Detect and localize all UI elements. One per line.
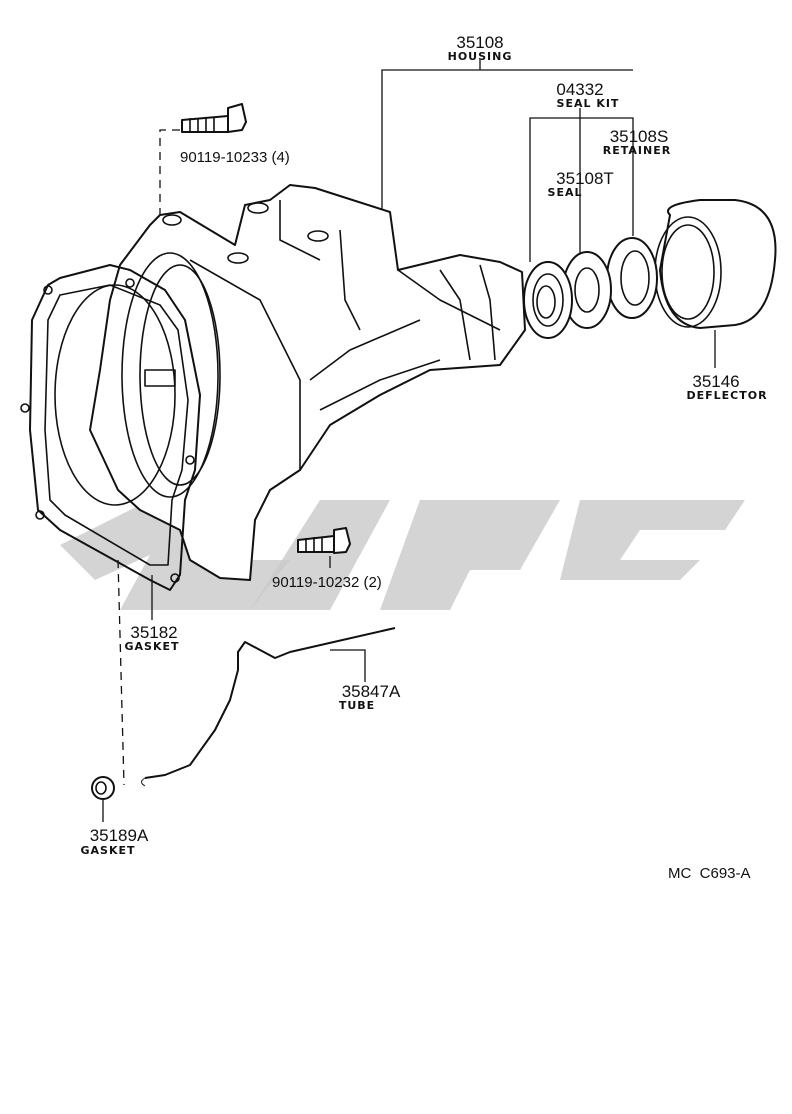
callout-retainer: 35108S RETAINER (603, 127, 671, 157)
part-number-label: 90119-10232 (2) (272, 574, 382, 591)
part-number-label: 04332 (556, 80, 603, 99)
seal-kit-part (523, 261, 573, 339)
part-number-label: 35847A (342, 682, 401, 701)
part-number-label: 35189A (90, 826, 149, 845)
part-name-label: HOUSING (448, 50, 513, 63)
callout-seal-kit: 04332 SEAL KIT (556, 80, 620, 110)
part-name-label: GASKET (124, 640, 179, 653)
deflector-part (654, 199, 777, 329)
part-name-label: GASKET (80, 844, 135, 857)
housing-part (89, 184, 526, 581)
tube-part (141, 627, 396, 787)
callout-tube: 35847A TUBE (339, 682, 401, 712)
bolt-90119-10232-part (297, 527, 351, 554)
callout-bolt-10233: 90119-10233 (4) (180, 149, 290, 166)
part-name-label: SEAL (548, 186, 583, 199)
part-number-label: 35108 (456, 33, 503, 52)
callout-gasket-35182: 35182 GASKET (124, 623, 179, 653)
diagram-reference-code: MC C693-A (668, 865, 751, 882)
callout-gasket-35189a: 35189A GASKET (80, 826, 148, 857)
part-number-label: 35108T (556, 169, 614, 188)
callout-housing: 35108 HOUSING (448, 33, 513, 63)
watermark-logo (60, 500, 745, 610)
part-name-label: TUBE (339, 699, 375, 712)
part-number-label: 90119-10233 (4) (180, 149, 290, 166)
leader-lines (102, 60, 716, 822)
callout-deflector: 35146 DEFLECTOR (686, 372, 767, 402)
gasket-35189a-part (91, 776, 115, 800)
part-name-label: RETAINER (603, 144, 671, 157)
part-number-label: 35108S (610, 127, 669, 146)
part-number-label: 35146 (692, 372, 739, 391)
bolt-90119-10233-part (181, 103, 247, 133)
part-name-label: SEAL KIT (557, 97, 620, 110)
part-name-label: DEFLECTOR (686, 389, 767, 402)
callout-seal: 35108T SEAL (548, 169, 614, 199)
part-number-label: 35182 (130, 623, 177, 642)
gasket-35182-part (20, 264, 201, 591)
callout-bolt-10232: 90119-10232 (2) (272, 574, 382, 591)
retainer-part (606, 237, 658, 319)
